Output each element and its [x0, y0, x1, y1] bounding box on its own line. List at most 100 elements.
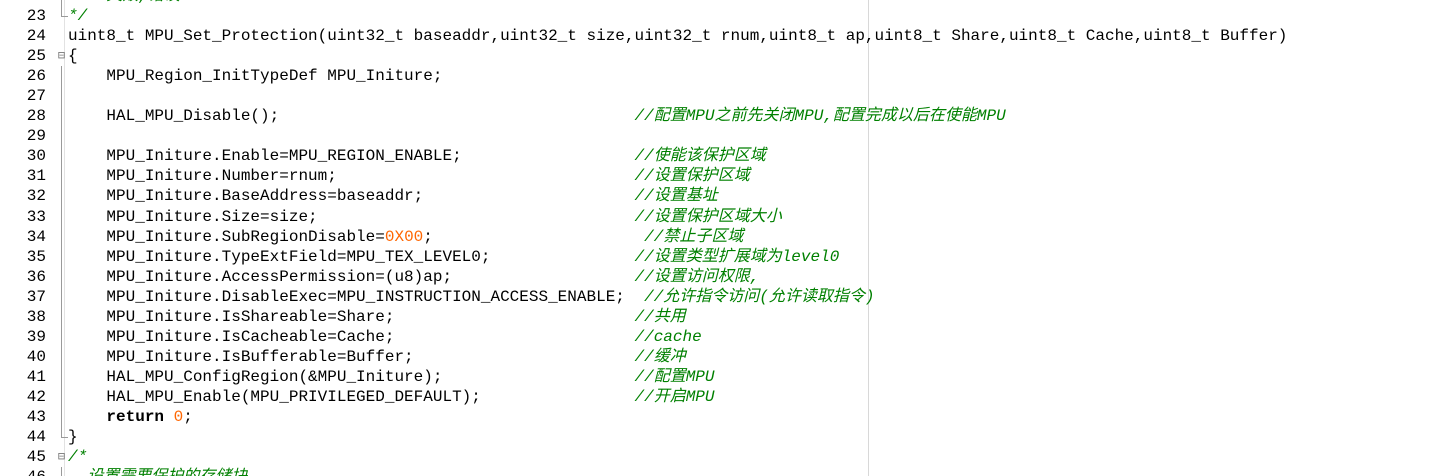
code-text[interactable]: return 0;	[68, 407, 193, 427]
line-number: 30	[26, 147, 46, 166]
code-text[interactable]: }	[68, 427, 78, 447]
code-token: MPU_Initure.AccessPermission=(u8)ap;	[68, 267, 635, 286]
code-line[interactable]: 43 return 0;	[0, 406, 1430, 428]
line-number: 46	[0, 467, 46, 476]
code-text[interactable]: MPU_Initure.Enable=MPU_REGION_ENABLE; //…	[68, 146, 766, 166]
code-line[interactable]: 27	[0, 86, 1430, 107]
code-text[interactable]: MPU_Initure.Number=rnum; //设置保护区域	[68, 166, 750, 186]
code-token: uint8_t MPU_Set_Protection(uint32_t base…	[68, 27, 1288, 46]
line-number: 22	[0, 0, 46, 6]
code-text[interactable]: MPU_Initure.IsBufferable=Buffer; //缓冲	[68, 347, 686, 367]
fold-guide-line	[61, 346, 62, 367]
code-text[interactable]: MPU_Initure.SubRegionDisable=0X00; //禁止子…	[68, 227, 743, 247]
keyword-token: return	[106, 407, 165, 426]
code-token: MPU_Initure.IsShareable=Share;	[68, 307, 635, 326]
comment-token: //禁止子区域	[644, 227, 744, 246]
code-text[interactable]: MPU_Initure.DisableExec=MPU_INSTRUCTION_…	[68, 287, 875, 307]
code-text[interactable]: {	[68, 46, 78, 66]
code-line[interactable]: 22 失败,错误.	[0, 0, 1430, 7]
line-number: 32	[26, 187, 46, 206]
code-line[interactable]: 44}	[0, 427, 1430, 447]
comment-token: //配置MPU	[634, 367, 715, 386]
code-line[interactable]: 23 */	[0, 6, 1430, 26]
fold-guide-line	[61, 126, 62, 147]
fold-guide-line	[61, 146, 62, 167]
code-line[interactable]: 33 MPU_Initure.Size=size; //设置保护区域大小	[0, 206, 1430, 227]
code-line[interactable]: 30 MPU_Initure.Enable=MPU_REGION_ENABLE;…	[0, 146, 1430, 167]
comment-token: //设置保护区域大小	[634, 207, 782, 226]
code-line[interactable]: 45⊟/*	[0, 447, 1430, 467]
code-line[interactable]: 37 MPU_Initure.DisableExec=MPU_INSTRUCTI…	[0, 286, 1430, 307]
fold-guide-line	[61, 386, 62, 407]
code-text[interactable]: /*	[68, 447, 87, 467]
code-text[interactable]: MPU_Initure.BaseAddress=baseaddr; //设置基址	[68, 186, 717, 206]
comment-token: 失败,错误.	[68, 0, 189, 5]
fold-guide-line	[61, 166, 62, 187]
code-text[interactable]: HAL_MPU_Disable(); //配置MPU之前先关闭MPU,配置完成以…	[68, 106, 1005, 126]
code-token: MPU_Initure.DisableExec=MPU_INSTRUCTION_…	[68, 287, 645, 306]
comment-token: //设置类型扩展域为level0	[634, 247, 840, 266]
comment-token: //允许指令访问(允许读取指令)	[644, 287, 875, 306]
code-text[interactable]: MPU_Initure.TypeExtField=MPU_TEX_LEVEL0;…	[68, 247, 839, 267]
code-token: ;	[183, 407, 193, 426]
line-number: 37	[26, 287, 46, 306]
code-text[interactable]: uint8_t MPU_Set_Protection(uint32_t base…	[68, 26, 1287, 46]
code-token: MPU_Initure.Number=rnum;	[68, 167, 635, 186]
code-line[interactable]: 39 MPU_Initure.IsCacheable=Cache; //cach…	[0, 326, 1430, 347]
line-number: 43	[26, 407, 46, 426]
fold-guide-line	[61, 106, 62, 127]
fold-end-marker	[61, 6, 68, 18]
code-token: HAL_MPU_ConfigRegion(&MPU_Initure);	[68, 367, 635, 386]
fold-guide-line	[61, 246, 62, 267]
code-line[interactable]: 34 MPU_Initure.SubRegionDisable=0X00; //…	[0, 226, 1430, 247]
fold-guide-line	[61, 286, 62, 307]
code-line[interactable]: 36 MPU_Initure.AccessPermission=(u8)ap; …	[0, 266, 1430, 287]
code-text[interactable]: HAL_MPU_Enable(MPU_PRIVILEGED_DEFAULT); …	[68, 387, 714, 407]
code-token: HAL_MPU_Enable(MPU_PRIVILEGED_DEFAULT);	[68, 387, 635, 406]
line-number: 42	[26, 387, 46, 406]
code-token: HAL_MPU_Disable();	[68, 107, 635, 126]
code-line[interactable]: 35 MPU_Initure.TypeExtField=MPU_TEX_LEVE…	[0, 246, 1430, 267]
code-text[interactable]: MPU_Initure.AccessPermission=(u8)ap; //设…	[68, 267, 759, 287]
code-line[interactable]: 41 HAL_MPU_ConfigRegion(&MPU_Initure); /…	[0, 366, 1430, 387]
line-number: 38	[26, 307, 46, 326]
code-token: MPU_Initure.IsBufferable=Buffer;	[68, 347, 635, 366]
code-text[interactable]: MPU_Initure.Size=size; //设置保护区域大小	[68, 207, 782, 227]
comment-token: //设置保护区域	[634, 167, 750, 186]
code-text[interactable]: HAL_MPU_ConfigRegion(&MPU_Initure); //配置…	[68, 367, 715, 387]
code-token: {	[68, 47, 78, 66]
code-token: MPU_Initure.Size=size;	[68, 207, 635, 226]
code-text[interactable]: MPU_Initure.IsCacheable=Cache; //cache	[68, 327, 702, 347]
code-line[interactable]: 25⊟{	[0, 46, 1430, 66]
code-line[interactable]: 31 MPU_Initure.Number=rnum; //设置保护区域	[0, 166, 1430, 187]
code-line[interactable]: 46 设置需要保护的存储块	[0, 467, 1430, 476]
code-token: }	[68, 428, 78, 447]
code-line[interactable]: 38 MPU_Initure.IsShareable=Share; //共用	[0, 306, 1430, 327]
code-line[interactable]: 26 MPU_Region_InitTypeDef MPU_Initure;	[0, 66, 1430, 87]
code-text[interactable]: MPU_Initure.IsShareable=Share; //共用	[68, 307, 685, 327]
code-line[interactable]: 28 HAL_MPU_Disable(); //配置MPU之前先关闭MPU,配置…	[0, 106, 1430, 127]
comment-token: //缓冲	[634, 347, 686, 366]
code-line[interactable]: 32 MPU_Initure.BaseAddress=baseaddr; //设…	[0, 186, 1430, 207]
code-line[interactable]: 40 MPU_Initure.IsBufferable=Buffer; //缓冲	[0, 346, 1430, 367]
line-number: 39	[26, 327, 46, 346]
line-number: 23	[26, 7, 46, 26]
code-text[interactable]: 失败,错误.	[68, 0, 189, 6]
comment-token: //使能该保护区域	[634, 147, 766, 166]
comment-token: //设置访问权限,	[634, 267, 760, 286]
line-number: 34	[26, 227, 46, 246]
code-text[interactable]: MPU_Region_InitTypeDef MPU_Initure;	[68, 66, 442, 86]
edge-column-guide	[868, 0, 869, 476]
fold-toggle-icon[interactable]: ⊟	[57, 49, 66, 64]
line-number: 28	[26, 107, 46, 126]
code-line[interactable]: 42 HAL_MPU_Enable(MPU_PRIVILEGED_DEFAULT…	[0, 386, 1430, 407]
fold-end-marker	[61, 427, 68, 439]
code-line[interactable]: 29	[0, 126, 1430, 147]
code-text[interactable]: */	[68, 6, 87, 26]
fold-toggle-icon[interactable]: ⊟	[57, 450, 66, 465]
code-text[interactable]: 设置需要保护的存储块	[68, 467, 247, 476]
comment-token: //cache	[634, 327, 702, 346]
